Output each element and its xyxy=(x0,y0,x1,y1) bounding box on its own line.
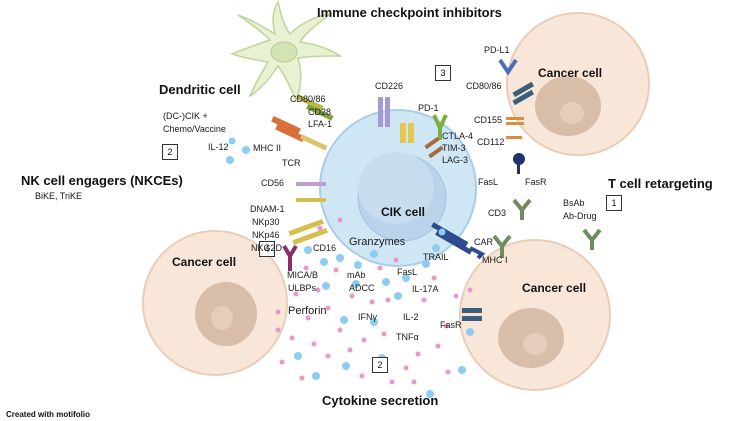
granule-dot-blue xyxy=(304,246,312,254)
granule-dot-blue xyxy=(466,328,474,336)
receptor-pd1 xyxy=(432,114,448,140)
granule-dot-pink xyxy=(435,343,441,349)
receptor-nk-left xyxy=(288,182,328,245)
receptor-car-mhc1 xyxy=(431,222,486,260)
granule-dot-pink xyxy=(315,287,321,293)
receptor-cd80-86-tumor xyxy=(512,81,535,106)
granule-dot-blue xyxy=(370,250,378,258)
receptor-mica-b xyxy=(282,244,298,271)
receptor-cd226 xyxy=(378,97,390,127)
granule-dot-pink xyxy=(389,379,395,385)
granule-dot-pink xyxy=(381,331,387,337)
receptor-cd112 xyxy=(506,136,522,139)
granule-dot-pink xyxy=(299,375,305,381)
granule-dot-pink xyxy=(325,353,331,359)
granule-dot-pink xyxy=(317,225,323,231)
granule-dot-blue xyxy=(294,352,302,360)
antibody-bsab xyxy=(492,198,602,258)
granule-dot-blue xyxy=(382,278,390,286)
granule-dot-pink xyxy=(415,351,421,357)
granule-dot-pink xyxy=(377,265,383,271)
granule-dot-blue xyxy=(226,156,234,164)
granule-dot-blue xyxy=(242,146,250,154)
granule-dot-pink xyxy=(325,305,331,311)
receptor-fasr-bottom xyxy=(462,308,482,321)
granule-dot-pink xyxy=(333,267,339,273)
receptor-checkpoint-yellow xyxy=(400,123,414,143)
granule-dot-blue xyxy=(422,260,430,268)
granule-dot-pink xyxy=(337,327,343,333)
cancer-cell-top-right xyxy=(506,12,650,156)
granule-dot-pink xyxy=(311,341,317,347)
granule-dot-pink xyxy=(453,293,459,299)
receptor-dendritic-tcr-mhc xyxy=(271,94,334,151)
granule-dot-blue xyxy=(458,366,466,374)
granule-dot-blue xyxy=(354,261,362,269)
granule-dot-pink xyxy=(275,309,281,315)
granule-dot-blue xyxy=(378,354,386,362)
granule-dot-pink xyxy=(337,217,343,223)
granule-dot-pink xyxy=(445,369,451,375)
granule-dot-blue xyxy=(336,254,344,262)
granule-dot-blue xyxy=(394,292,402,300)
granule-dots xyxy=(226,137,474,398)
granule-dot-pink xyxy=(421,297,427,303)
granule-dot-blue xyxy=(342,362,350,370)
granule-dot-pink xyxy=(443,323,449,329)
granule-dot-blue xyxy=(426,390,434,398)
granule-dot-pink xyxy=(369,299,375,305)
granule-dot-pink xyxy=(431,275,437,281)
receptor-fasr-top xyxy=(513,153,525,174)
receptor-ctla4 xyxy=(424,136,444,159)
granule-dot-pink xyxy=(275,327,281,333)
granule-dot-pink xyxy=(289,335,295,341)
granule-dot-blue xyxy=(340,316,348,324)
dendritic-cell xyxy=(229,0,343,102)
granule-dot-blue xyxy=(320,258,328,266)
granule-dot-pink xyxy=(305,315,311,321)
receptor-cd155 xyxy=(506,117,524,125)
cancer-cell-left xyxy=(142,230,288,376)
granule-dot-blue xyxy=(432,244,440,252)
granule-dot-pink xyxy=(349,293,355,299)
granule-dot-pink xyxy=(467,287,473,293)
granule-dot-pink xyxy=(293,291,299,297)
granule-dot-pink xyxy=(403,365,409,371)
granule-dot-pink xyxy=(393,257,399,263)
granule-dot-pink xyxy=(361,337,367,343)
granule-dot-pink xyxy=(279,359,285,365)
granule-dot-blue xyxy=(370,318,378,326)
granule-dot-pink xyxy=(347,347,353,353)
granule-dot-pink xyxy=(411,379,417,385)
granule-dot-pink xyxy=(303,265,309,271)
granule-dot-pink xyxy=(385,297,391,303)
receptor-pdl1 xyxy=(498,58,518,76)
cancer-cell-bottom-right xyxy=(459,239,611,391)
granule-dot-blue xyxy=(228,137,236,145)
granule-dot-blue xyxy=(312,372,320,380)
granule-dot-blue xyxy=(352,280,360,288)
granule-dot-blue xyxy=(322,282,330,290)
granule-dot-pink xyxy=(359,373,365,379)
granule-dot-blue xyxy=(438,228,446,236)
granule-dot-blue xyxy=(402,274,410,282)
